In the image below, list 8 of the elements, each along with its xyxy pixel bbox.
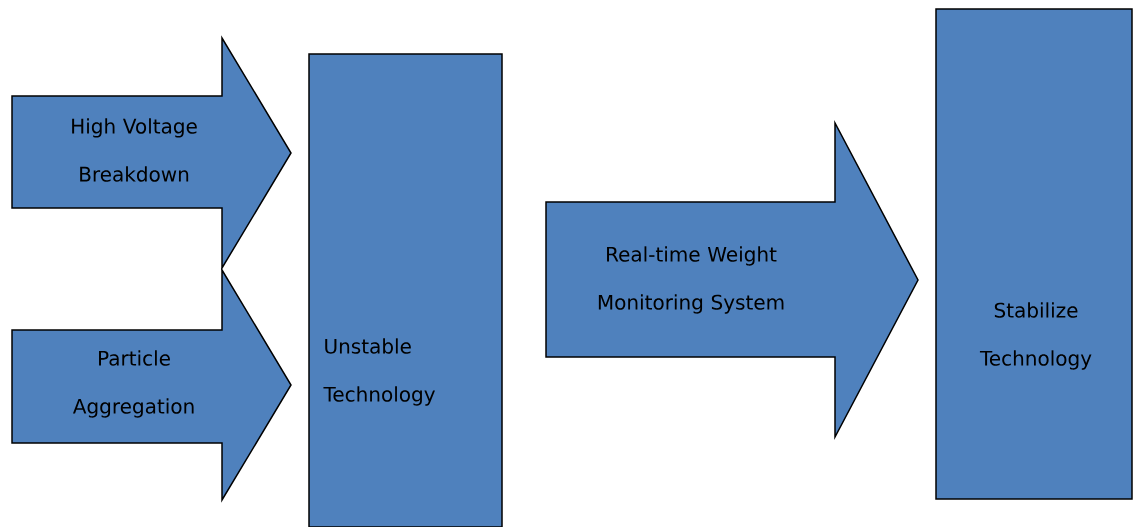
block-arrow xyxy=(11,267,292,503)
arrow-label: Particle Aggregation xyxy=(72,350,194,418)
result-box: Stabilize Technology xyxy=(935,8,1133,500)
process-box: Unstable Technology xyxy=(308,53,503,527)
block-arrow xyxy=(545,119,919,440)
arrow-label: High Voltage Breakdown xyxy=(72,118,197,182)
arrow-label: Real-time Weight Monitoring System xyxy=(598,246,784,314)
block-arrow xyxy=(11,35,292,271)
